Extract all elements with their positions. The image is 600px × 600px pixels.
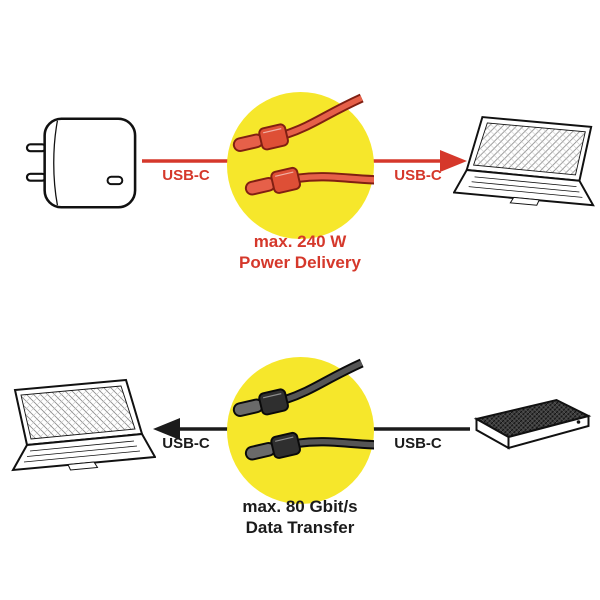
laptop-icon-top [453, 114, 600, 224]
power-adapter-icon [24, 102, 140, 224]
bottom-caption-line1: max. 80 Gbit/s [242, 497, 358, 516]
bottom-caption: max. 80 Gbit/s Data Transfer [150, 496, 450, 538]
top-caption-line1: max. 240 W [253, 232, 347, 251]
usb-c-label-top-left: USB-C [162, 167, 210, 184]
usb-c-cable-red-icon [232, 93, 374, 196]
top-caption: max. 240 W Power Delivery [150, 231, 450, 273]
usb-c-label-bottom-left: USB-C [162, 435, 210, 452]
highlight-circle-bottom [227, 357, 374, 504]
laptop-icon-bottom [6, 377, 156, 489]
top-caption-line2: Power Delivery [239, 253, 361, 272]
usb-c-cable-black-icon [232, 358, 374, 461]
bottom-caption-line2: Data Transfer [245, 518, 355, 537]
usb-c-label-bottom-right: USB-C [394, 435, 442, 452]
external-drive-icon [470, 395, 596, 465]
usb-c-label-top-right: USB-C [394, 167, 442, 184]
highlight-circle-top [227, 92, 374, 239]
